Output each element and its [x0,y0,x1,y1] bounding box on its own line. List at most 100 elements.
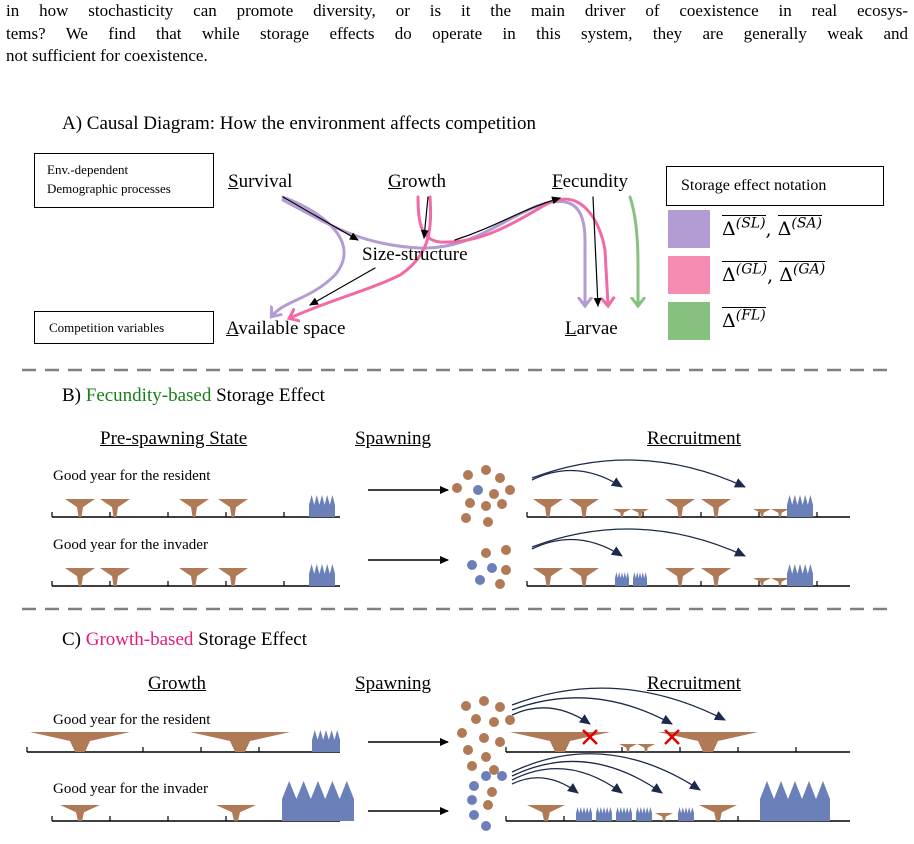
coral-recruit [631,509,649,517]
panel-c-title: C) Growth-based Storage Effect [62,629,307,650]
coral-bushy [787,564,813,586]
larva [471,714,481,724]
coral-recruit [655,813,673,821]
spawning-arrows [368,486,449,815]
comp-box: Competition variables [34,311,214,344]
larva [481,752,491,762]
comp-box-label: Competition variables [49,320,165,335]
coral-recruit [771,509,789,517]
coral-recruit [576,807,592,821]
coral-tabular [218,499,248,517]
larva [463,745,473,755]
coral-bushy-large [760,781,830,821]
legend-title: Storage effect notation [681,177,827,194]
arrow-survival-size [282,196,359,241]
coral-recruit [619,744,637,752]
larva [483,517,493,527]
dispersal-arrow [511,687,726,721]
legend-term: Δ(GL) [722,261,768,287]
larva [487,563,497,573]
larva [505,485,515,495]
col-header-growth: Growth [148,673,207,694]
coral-tabular [569,568,599,586]
coral-tabular [701,499,731,517]
dispersal-arrow [531,469,623,488]
larva [461,701,471,711]
failed-recruit-mark [582,729,598,745]
coral-recruit [753,578,771,586]
coral-recruit [613,509,631,517]
dispersal-arrow [531,528,746,557]
coral-tabular [65,568,95,586]
row-label-invader: Good year for the invader [53,781,208,797]
node-larvae: Larvae [565,318,618,339]
node-survival: Survival [228,171,293,192]
paragraph-line: tems? We find that while storage effects… [6,23,908,43]
col-header-recruitment: Recruitment [647,673,741,694]
dispersal-arrow [511,697,673,725]
col-header-spawning: Spawning [355,673,431,694]
larva [495,702,505,712]
legend-box: Storage effect notation [666,166,884,206]
env-box-line2: Demographic processes [47,181,171,196]
coral-tabular [701,568,731,586]
legend-term: Δ(SA) [777,215,822,241]
larva [501,565,511,575]
larva [452,483,462,493]
coral-tabular [218,568,248,586]
larva [481,465,491,475]
coral-tabular [665,499,695,517]
legend-notation: Δ(SL), Δ(SA) [722,215,822,241]
larva [495,579,505,589]
coral-recruit [636,807,652,821]
larva [469,810,479,820]
larva [481,821,491,831]
node-fecundity: Fecundity [552,171,629,192]
coral-tabular [216,805,256,821]
node-size-structure: Size-structure [362,244,468,265]
coral-tabular [569,499,599,517]
coral-recruit [637,744,655,752]
failed-recruit-mark [664,729,680,745]
dispersal-arrow [511,753,701,791]
coral-tabular [60,805,100,821]
larva [473,485,483,495]
arrow-size-fecundity [454,196,561,241]
legend-term: Δ(SL) [722,215,766,241]
coral-tabular-large [658,732,758,752]
coral-bushy-large [282,781,354,821]
curve-growth-space [290,195,433,318]
legend-notation: Δ(FL) [722,307,766,333]
panel-a-title: A) Causal Diagram: How the environment a… [62,113,536,134]
legend-term: Δ(GA) [779,261,826,287]
col-header-spawning: Spawning [355,428,431,449]
larva [467,560,477,570]
dispersal-arrow [531,538,623,557]
dispersal-arrow [531,459,746,488]
larva [461,513,471,523]
larva [463,470,473,480]
larva [479,696,489,706]
coral-bushy [787,495,813,517]
legend-swatch [668,210,710,248]
legend-swatch [668,256,710,294]
coral-tabular [100,568,130,586]
arrow-growth-size [420,196,429,239]
col-header-recruitment: Recruitment [647,428,741,449]
coral-bushy [309,564,335,586]
env-box: Env.-dependent Demographic processes [34,153,214,208]
larva [487,787,497,797]
dispersal-arrow [511,767,623,794]
coral-tabular [665,568,695,586]
larva [475,575,485,585]
coral-tabular-large [510,732,610,752]
coral-tabular [65,499,95,517]
row-label-invader: Good year for the invader [53,537,208,553]
coral-bushy [312,730,340,752]
node-growth: Growth [388,171,447,192]
coral-tabular-large [190,732,290,752]
row-label-resident: Good year for the resident [53,712,211,728]
coral-tabular [179,499,209,517]
coral-recruit [771,578,789,586]
coral-recruit [596,807,612,821]
